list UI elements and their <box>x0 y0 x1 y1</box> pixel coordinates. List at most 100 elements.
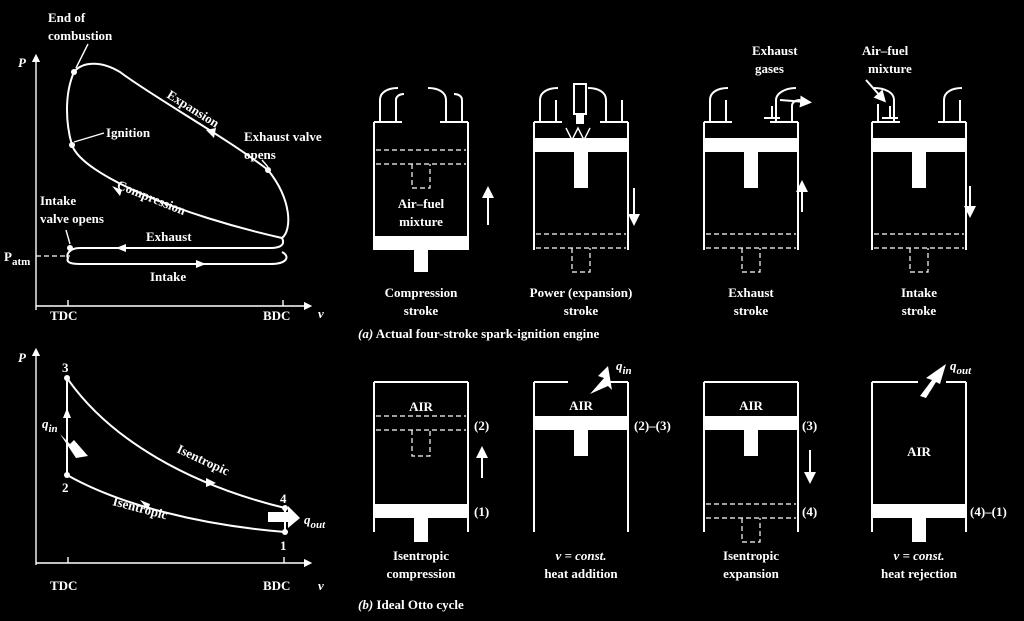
ideal-q-out-label: qout <box>950 358 972 377</box>
airfuel-mixture-label-1: Air–fuel <box>398 196 445 211</box>
v-axis-label: v <box>318 306 324 321</box>
exhaust-label: Exhaust <box>146 229 192 244</box>
intake-arrow-head <box>196 260 206 268</box>
cylinder-exhaust: Exhaust gases <box>703 43 812 273</box>
caption-b: (b) Ideal Otto cycle <box>358 597 464 612</box>
p-axis-label-ideal: P <box>18 350 27 365</box>
stroke-label-3a: Exhaust <box>728 285 774 300</box>
actual-engine-row: Air–fuel mixture <box>358 43 976 341</box>
ignition-label: Ignition <box>106 125 151 140</box>
v-axis-label-ideal: v <box>318 578 324 593</box>
q-in-label: qin <box>42 416 58 435</box>
state-3-label: 3 <box>62 360 69 375</box>
exhaust-valve-leader <box>261 159 269 168</box>
cylinder-power <box>533 83 640 273</box>
stroke-label-4a: Intake <box>901 285 937 300</box>
state-1-label: 1 <box>280 538 287 553</box>
state-2-point <box>64 472 70 478</box>
process-label-4a: v = const. <box>893 548 944 563</box>
ignition-leader <box>73 132 105 143</box>
state-3-point <box>64 375 70 381</box>
q-in-arrow <box>60 434 88 458</box>
stroke-label-3b: stroke <box>734 303 769 318</box>
process-label-4b: heat rejection <box>881 566 958 581</box>
exhaust-out-arrow <box>779 95 812 108</box>
ideal-cylinder-heat-addition: AIR qin (2)–(3) <box>533 358 671 532</box>
intake-label: Intake <box>150 269 186 284</box>
state-label-4: (4) <box>802 504 817 519</box>
ignition-point <box>69 142 75 148</box>
end-combustion-label-1: End of <box>48 10 86 25</box>
state-label-1: (1) <box>474 504 489 519</box>
pv-diagram-actual: P v TDC BDC Patm End of combustion Expan… <box>4 10 324 323</box>
state-4-point <box>282 505 288 511</box>
intake-valve-leader <box>65 229 71 245</box>
stroke-label-1a: Compression <box>385 285 458 300</box>
q-out-label: qout <box>304 512 326 531</box>
bdc-label-ideal: BDC <box>263 578 290 593</box>
isentropic-bottom-label: Isentropic <box>111 493 169 522</box>
airfuel-in-label-1: Air–fuel <box>862 43 909 58</box>
air-label-3: AIR <box>739 398 763 413</box>
process-label-1b: compression <box>386 566 456 581</box>
compression-arrow-head <box>112 186 122 196</box>
intake-valve-label-2: valve opens <box>40 211 104 226</box>
air-label-2: AIR <box>569 398 593 413</box>
process-label-2a: v = const. <box>555 548 606 563</box>
isentropic-expansion-curve <box>66 377 286 509</box>
airfuel-mixture-label-2: mixture <box>399 214 443 229</box>
state-1-point <box>282 529 288 535</box>
isentropic-compression-curve <box>66 474 286 533</box>
intake-valve-label-1: Intake <box>40 193 76 208</box>
intake-valve-point <box>67 245 73 251</box>
air-label-1: AIR <box>409 399 433 414</box>
tdc-label-ideal: TDC <box>50 578 77 593</box>
expansion-dir-arrow <box>206 478 216 487</box>
expansion-arrow-head <box>206 128 216 138</box>
state-label-4-1: (4)–(1) <box>970 504 1007 519</box>
exhaust-arrow-head <box>116 244 126 252</box>
ideal-q-out-arrow <box>920 364 946 398</box>
ideal-cylinder-heat-rejection: AIR qout (4)–(1) <box>871 358 1007 542</box>
stroke-label-2a: Power (expansion) <box>530 285 633 300</box>
exhaust-valve-label-1: Exhaust valve <box>244 129 322 144</box>
ideal-q-in-arrow <box>590 366 612 394</box>
heat-addition-arrow <box>63 408 71 418</box>
pv-diagram-ideal: P v TDC BDC 3 2 4 1 qin qout Isentropic … <box>18 347 326 593</box>
end-combustion-point <box>71 69 77 75</box>
cylinder-intake: Air–fuel mixture <box>862 43 976 273</box>
airfuel-in-label-2: mixture <box>868 61 912 76</box>
state-label-2-3: (2)–(3) <box>634 418 671 433</box>
q-out-arrow <box>268 506 300 528</box>
end-combustion-label-2: combustion <box>48 28 113 43</box>
state-label-2: (2) <box>474 418 489 433</box>
state-2-label: 2 <box>62 480 69 495</box>
spark-plug <box>573 83 587 115</box>
p-axis-label: P <box>18 55 27 70</box>
spark <box>565 126 591 142</box>
process-label-1a: Isentropic <box>393 548 449 563</box>
expansion-label: Expansion <box>164 87 222 131</box>
process-label-3b: expansion <box>723 566 779 581</box>
compression-dir-arrow <box>140 500 150 510</box>
state-4-label: 4 <box>280 491 287 506</box>
ideal-cylinder-compression: AIR (2) (1) <box>373 381 489 542</box>
tdc-label: TDC <box>50 308 77 323</box>
p-atm-label: Patm <box>4 249 30 268</box>
ideal-q-in-label: qin <box>616 358 632 377</box>
end-combustion-leader <box>75 43 89 69</box>
stroke-label-2b: stroke <box>564 303 599 318</box>
bdc-label: BDC <box>263 308 290 323</box>
airfuel-in-arrow <box>865 79 886 103</box>
process-label-2b: heat addition <box>544 566 618 581</box>
ideal-cylinder-expansion: AIR (3) (4) <box>703 381 817 543</box>
compression-label: Compression <box>115 177 189 218</box>
stroke-label-1b: stroke <box>404 303 439 318</box>
air-label-4: AIR <box>907 444 931 459</box>
exhaust-gases-label-1: Exhaust <box>752 43 798 58</box>
exhaust-gases-label-2: gases <box>755 61 784 76</box>
exhaust-valve-point <box>265 167 271 173</box>
state-label-3: (3) <box>802 418 817 433</box>
exhaust-line <box>66 237 288 265</box>
